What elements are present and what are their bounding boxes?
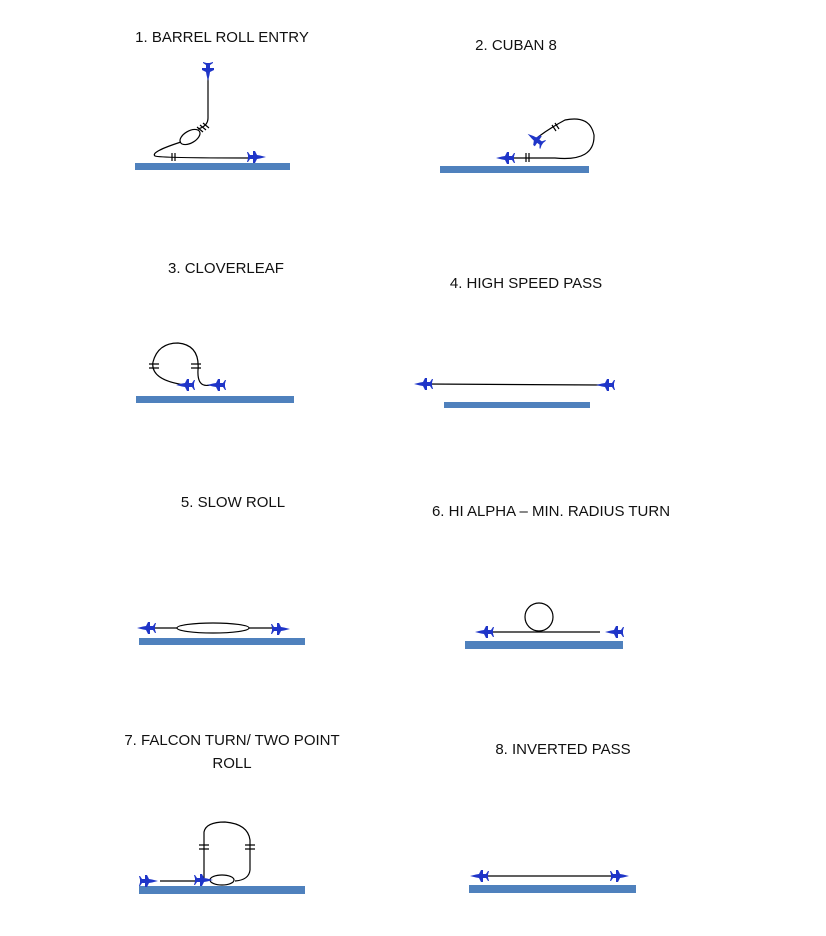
runway-5 bbox=[139, 638, 305, 645]
maneuver-3-title: 3. CLOVERLEAF bbox=[168, 260, 284, 277]
maneuver-7-title: 7. FALCON TURN/ TWO POINT bbox=[124, 732, 340, 749]
flight-path-7 bbox=[160, 821, 255, 886]
runway-1 bbox=[135, 163, 290, 170]
maneuver-1-title: 1. BARREL ROLL ENTRY bbox=[135, 29, 309, 46]
maneuver-5-title: 5. SLOW ROLL bbox=[180, 494, 286, 511]
runway-4 bbox=[444, 402, 590, 408]
flight-path-6 bbox=[490, 602, 600, 633]
flight-path-2 bbox=[512, 118, 595, 162]
flight-path-3 bbox=[149, 342, 211, 387]
jet-icon bbox=[207, 379, 226, 391]
jet-icon bbox=[271, 623, 290, 635]
runway-6 bbox=[465, 641, 623, 649]
runways bbox=[135, 163, 636, 894]
jet-icon bbox=[139, 875, 158, 887]
maneuver-6-title: 6. HI ALPHA – MIN. RADIUS TURN bbox=[431, 503, 671, 520]
flight-path-1 bbox=[153, 76, 251, 161]
jets bbox=[137, 62, 629, 887]
jet-icon bbox=[202, 62, 214, 81]
jet-icon bbox=[470, 870, 489, 882]
maneuver-7-title-line2: ROLL bbox=[212, 755, 252, 772]
jet-icon bbox=[475, 626, 494, 638]
runway-8 bbox=[469, 885, 636, 893]
jet-icon bbox=[137, 622, 156, 634]
flight-path-5 bbox=[150, 622, 275, 634]
runway-2 bbox=[440, 166, 589, 173]
jet-icon bbox=[176, 379, 195, 391]
runway-3 bbox=[136, 396, 294, 403]
jet-icon bbox=[247, 151, 266, 163]
jet-icon bbox=[596, 379, 615, 391]
maneuver-8-title: 8. INVERTED PASS bbox=[495, 741, 631, 758]
jet-icon bbox=[605, 626, 624, 638]
jet-icon bbox=[414, 378, 433, 390]
jet-icon bbox=[496, 152, 515, 164]
maneuver-2-title: 2. CUBAN 8 bbox=[475, 37, 557, 54]
maneuver-4-title: 4. HIGH SPEED PASS bbox=[449, 275, 603, 292]
flight-path-4 bbox=[425, 383, 601, 386]
runway-7 bbox=[139, 886, 305, 894]
jet-icon bbox=[524, 128, 547, 150]
jet-icon bbox=[610, 870, 629, 882]
